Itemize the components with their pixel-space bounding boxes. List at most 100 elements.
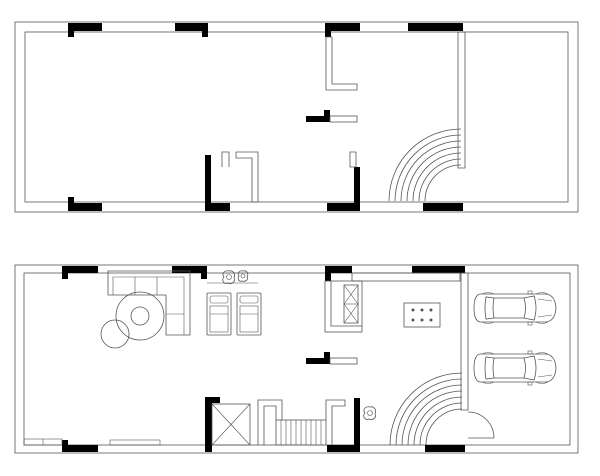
car-wheel-arch [535, 292, 549, 295]
counter-edge [330, 281, 362, 327]
straight-staircase [257, 399, 346, 446]
interior-wall [325, 36, 358, 91]
interior-wall [349, 151, 357, 168]
interior-wall [221, 151, 230, 167]
interior-wall [457, 31, 466, 169]
stair-wall [257, 399, 283, 445]
plant-pot [240, 273, 246, 279]
stair-tread-arc [407, 390, 463, 446]
wall-column [425, 445, 465, 452]
plant-leaves [237, 270, 249, 282]
round-rug [115, 291, 165, 341]
wall-column [62, 266, 98, 279]
car-wheel-arch [535, 381, 549, 384]
stair-tread-arc [406, 146, 462, 202]
car-body [473, 353, 557, 383]
stair-tread-arc [401, 384, 463, 446]
stair-wall [263, 405, 277, 445]
upper-inner-wall-line [24, 31, 569, 203]
stair-tread-arc [418, 158, 462, 202]
sofa-backrest [112, 276, 185, 335]
plant-pot [367, 410, 373, 416]
plant-leaves [222, 270, 236, 285]
sunbed-pillow [239, 295, 259, 304]
plant-leaves [363, 406, 377, 421]
wall-column [408, 23, 463, 31]
car-rear-window [484, 296, 495, 320]
stair-wall [325, 399, 346, 445]
sofa [107, 270, 191, 336]
elevator-box [211, 403, 251, 446]
burner [411, 318, 415, 322]
car-wheel-arch [481, 292, 495, 295]
car-mirror [527, 350, 533, 355]
lower-inner-wall-line [23, 272, 571, 446]
rug-outer [115, 291, 165, 341]
car-hood-line [537, 374, 553, 378]
car-mirror [527, 381, 533, 386]
elevator-shaft [211, 403, 251, 446]
plant-pot [226, 274, 232, 280]
sink [343, 284, 359, 324]
stair-tread-arc [412, 152, 462, 202]
car-mirror [527, 290, 533, 295]
car-windshield [523, 295, 537, 321]
burner [411, 308, 415, 312]
car-hood-line [537, 298, 553, 302]
upper-outer-wall-line [14, 21, 579, 213]
sunbed-mattress [239, 305, 259, 333]
burner [420, 308, 424, 312]
curved-staircase [389, 372, 463, 446]
kitchen-counter [351, 272, 461, 282]
stair-tread-arc [400, 140, 462, 202]
car-wheel-arch [481, 352, 495, 355]
car-hood-line [537, 314, 553, 318]
car-body [473, 293, 557, 323]
sink-cross [343, 303, 359, 324]
sunbed-pillow [209, 295, 229, 304]
car-roof [492, 357, 526, 379]
car-wheel-arch [481, 321, 495, 324]
car-windshield [523, 355, 537, 381]
cooktop [403, 302, 441, 328]
wall-column [68, 23, 102, 37]
car-wheel-arch [535, 352, 549, 355]
armchair [100, 319, 130, 349]
elevator-cross [211, 403, 251, 446]
wall-column [412, 266, 465, 273]
door-swing-arc [467, 411, 495, 439]
wall-column [423, 203, 463, 211]
wall-column [327, 398, 360, 452]
sunbed-frame [206, 292, 232, 336]
sunbed-frame [236, 292, 262, 336]
stair-tread-arc [394, 134, 462, 202]
stair-tread-arc [388, 128, 462, 202]
interior-wall [235, 151, 259, 203]
wall-column [325, 266, 352, 281]
stair-tread-arc [419, 402, 463, 446]
interior-wall [329, 115, 358, 123]
interior-wall [329, 357, 358, 365]
plant-icon [237, 270, 249, 282]
car-icon [473, 350, 557, 386]
garage-wall [460, 272, 469, 411]
wall-column [175, 23, 208, 37]
upper-floor-plan [14, 21, 579, 213]
curved-staircase [388, 128, 462, 202]
stair-tread-arc [425, 408, 463, 446]
wall-column [306, 110, 330, 122]
car-hood-line [537, 358, 553, 362]
stair-tread-arc [389, 372, 463, 446]
sunbed [206, 292, 232, 336]
stair-tread-arc [424, 164, 462, 202]
wall-column [68, 197, 102, 211]
car-roof [492, 297, 526, 319]
car-mirror [527, 321, 533, 326]
stair-tread-arc [413, 396, 463, 446]
lower-floor-plan [14, 264, 579, 454]
plant-icon [222, 270, 236, 285]
coffee-table [130, 306, 150, 326]
wall-column [327, 167, 360, 211]
car-icon [473, 290, 557, 326]
